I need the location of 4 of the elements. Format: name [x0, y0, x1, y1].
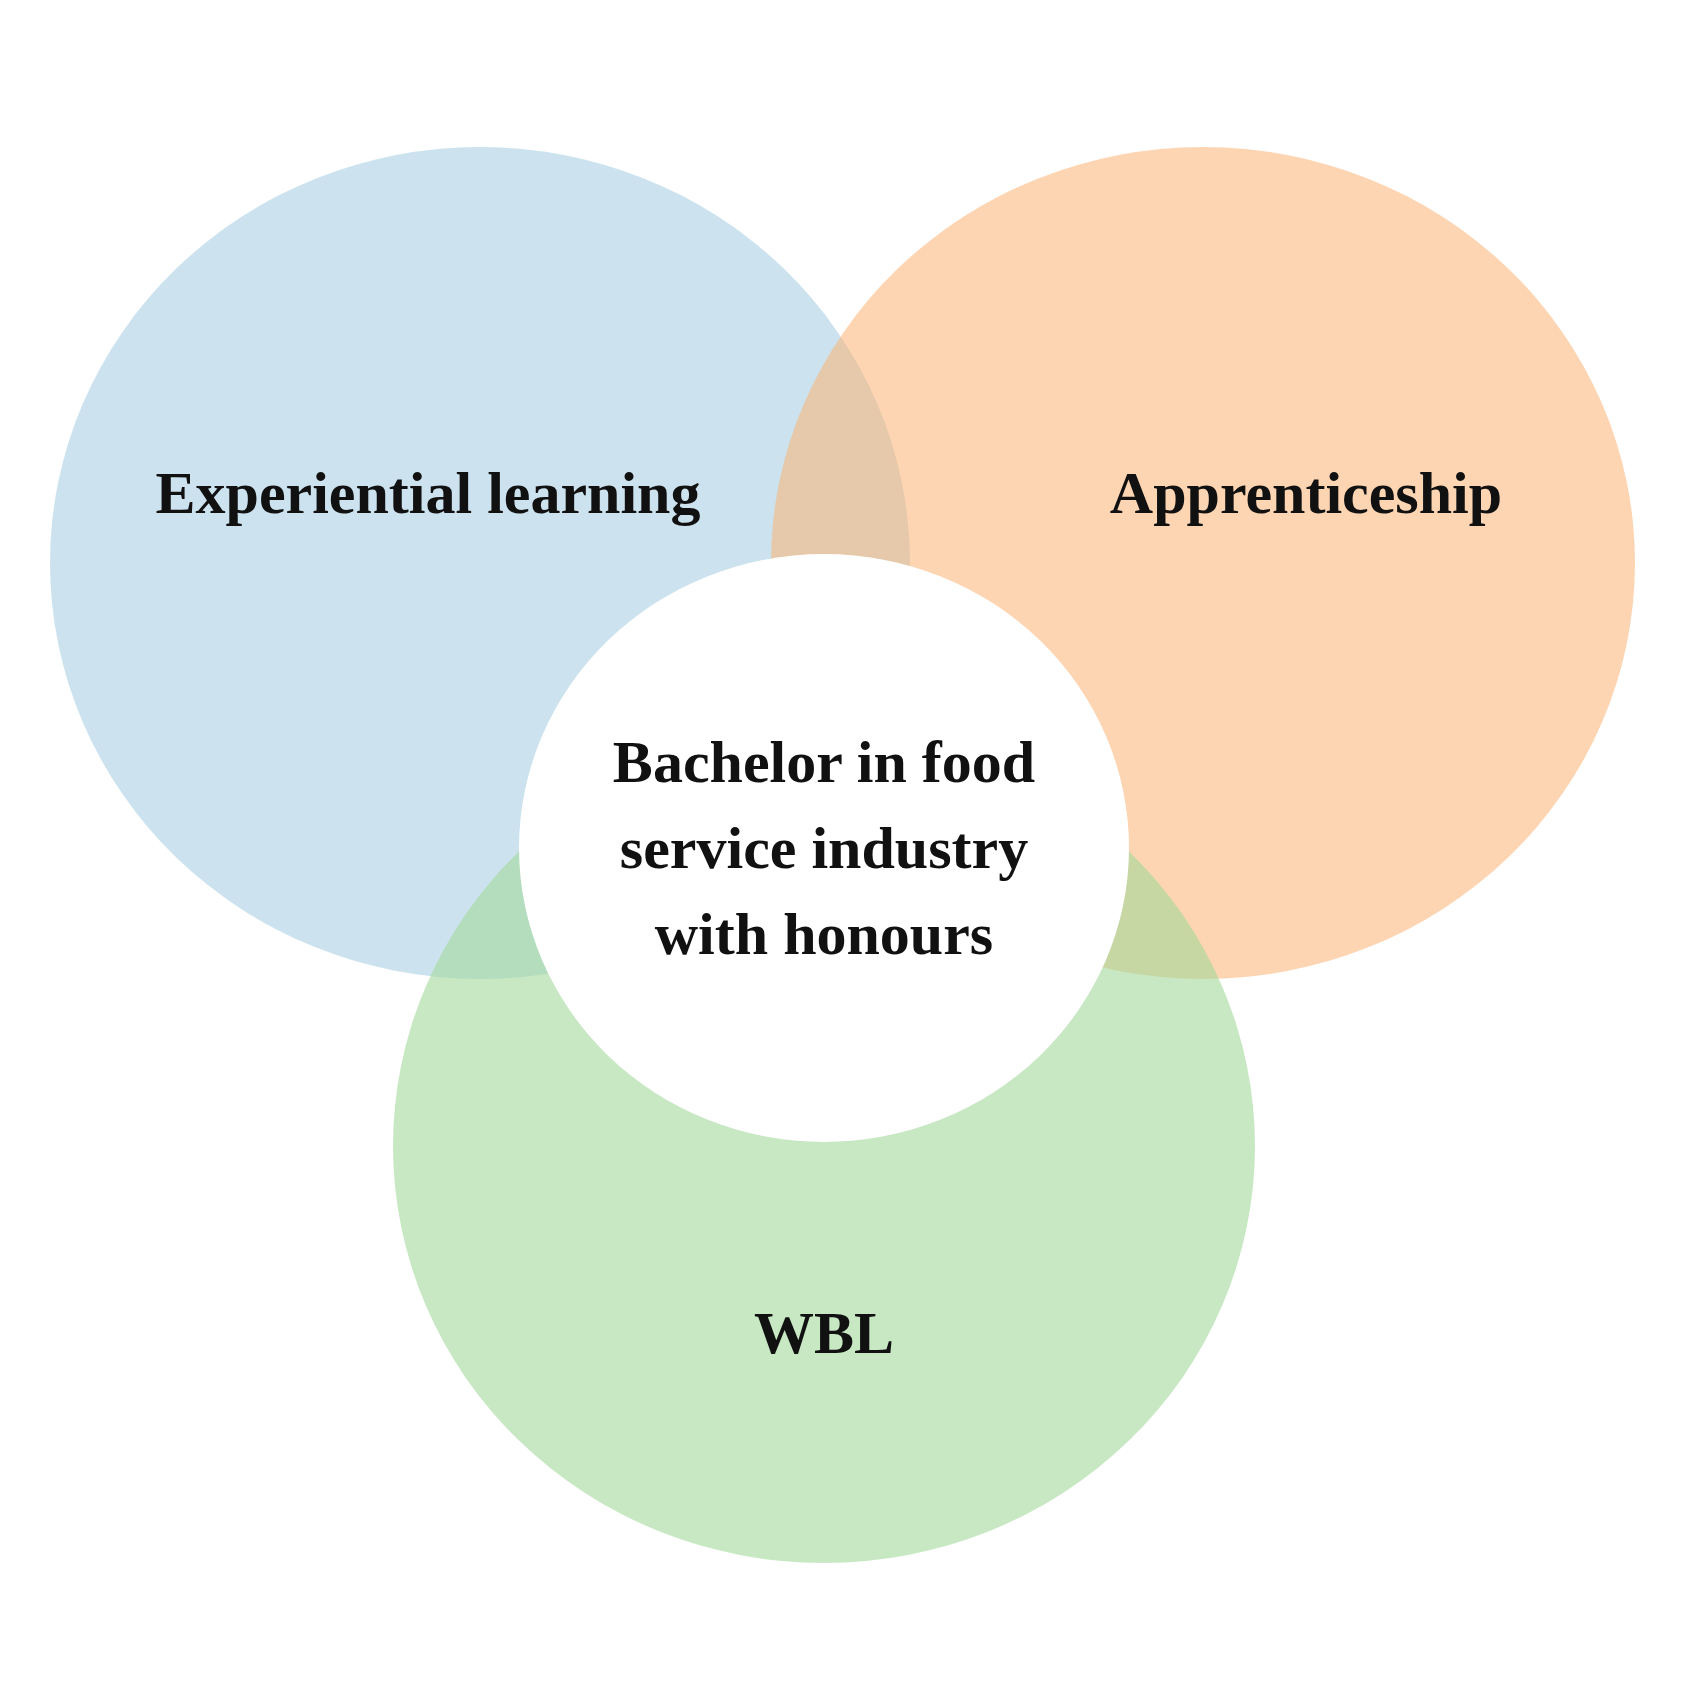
circle-label: Bachelor in food service industry with honours: [611, 728, 1037, 969]
circle-label: WBL: [752, 1299, 895, 1368]
circle-label: Experiential learning: [154, 459, 702, 528]
circle-label: Apprenticeship: [1108, 459, 1504, 528]
